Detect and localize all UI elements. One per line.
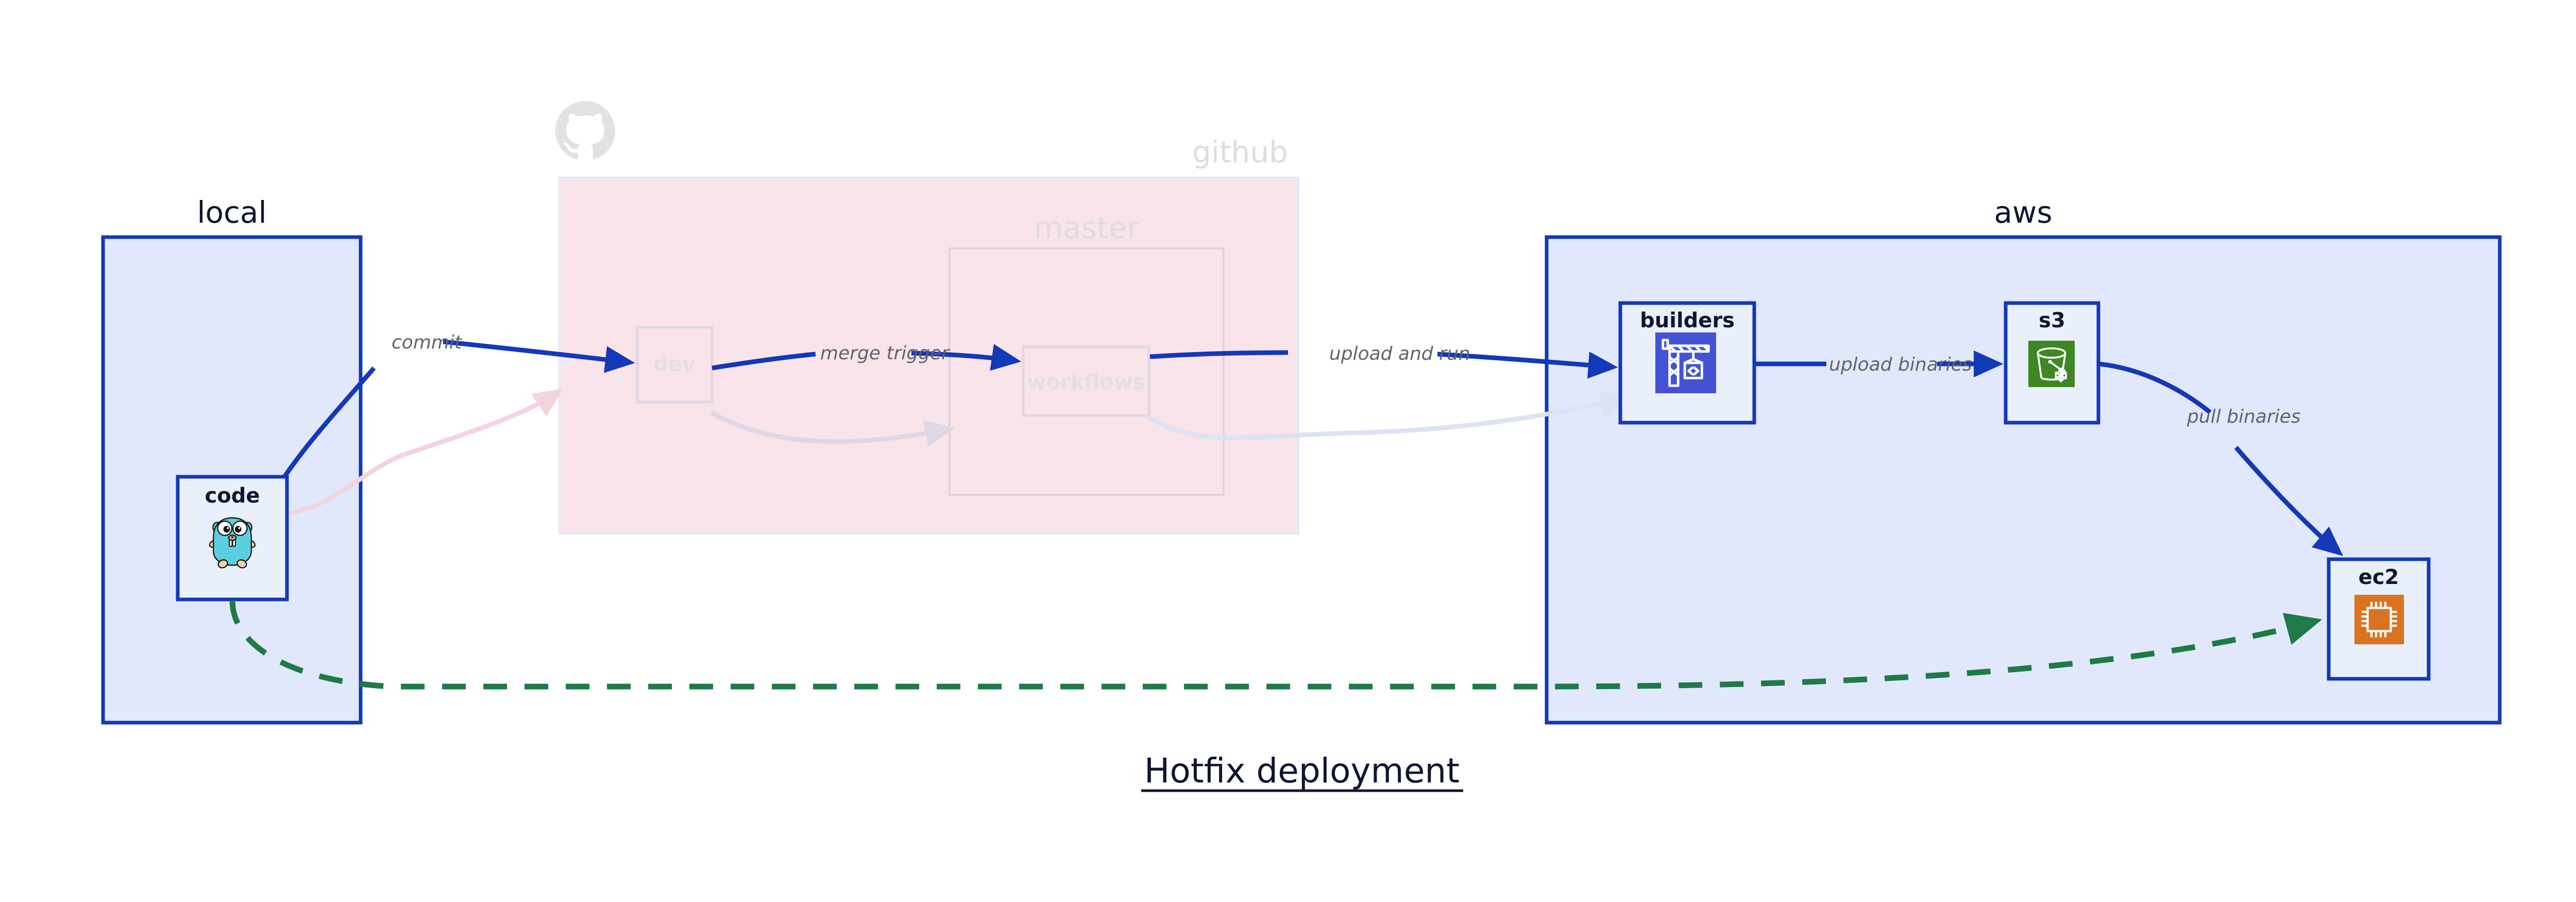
cluster-local-label: local — [197, 195, 266, 230]
edge-workflows-to-builders-faded — [1147, 390, 1631, 440]
edge-commit: commit — [282, 332, 635, 478]
node-workflows-label: workflows — [1027, 371, 1145, 394]
aws-codebuild-crane-icon — [1655, 332, 1716, 393]
edge-hotfix-direct — [229, 600, 2323, 690]
edge-merge-trigger-label: merge trigger — [820, 343, 950, 364]
page-title-text: Hotfix deployment — [1144, 751, 1460, 791]
node-s3[interactable]: s3 — [2004, 301, 2100, 425]
edge-pull-binaries-label: pull binaries — [2187, 406, 2301, 427]
aws-ec2-chip-icon — [2354, 595, 2404, 644]
edge-dev-to-workflows-faded — [709, 410, 955, 447]
node-code-label: code — [205, 484, 260, 508]
edge-upload-and-run-label: upload and run — [1329, 343, 1470, 364]
node-ec2-label: ec2 — [2359, 565, 2399, 589]
node-ec2[interactable]: ec2 — [2327, 557, 2431, 681]
cluster-local: local — [101, 195, 363, 725]
edge-code-to-dev-faded — [267, 389, 564, 518]
edge-commit-label: commit — [392, 332, 463, 353]
edge-upload-binaries-label: upload binaries — [1829, 354, 1972, 375]
edge-upload-and-run: upload and run — [1149, 343, 1618, 379]
node-builders[interactable]: builders — [1618, 301, 1756, 425]
edge-upload-binaries: upload binaries — [1755, 350, 2004, 378]
node-workflows[interactable]: workflows — [1022, 345, 1150, 417]
node-builders-label: builders — [1640, 309, 1735, 332]
edge-pull-binaries: pull binaries — [2098, 361, 2344, 556]
cluster-aws-label: aws — [1994, 195, 2052, 230]
node-s3-label: s3 — [2039, 309, 2065, 332]
github-octocat-icon — [555, 101, 615, 160]
page-title: Hotfix deployment — [1141, 751, 1463, 792]
cluster-github-label: github — [1192, 135, 1288, 170]
node-dev-label: dev — [653, 353, 696, 376]
aws-s3-bucket-icon — [2028, 341, 2075, 387]
node-code[interactable]: code — [176, 475, 289, 602]
cluster-master-label: master — [1034, 210, 1140, 245]
edge-merge-trigger: merge trigger — [711, 343, 1022, 371]
node-dev[interactable]: dev — [636, 326, 714, 404]
